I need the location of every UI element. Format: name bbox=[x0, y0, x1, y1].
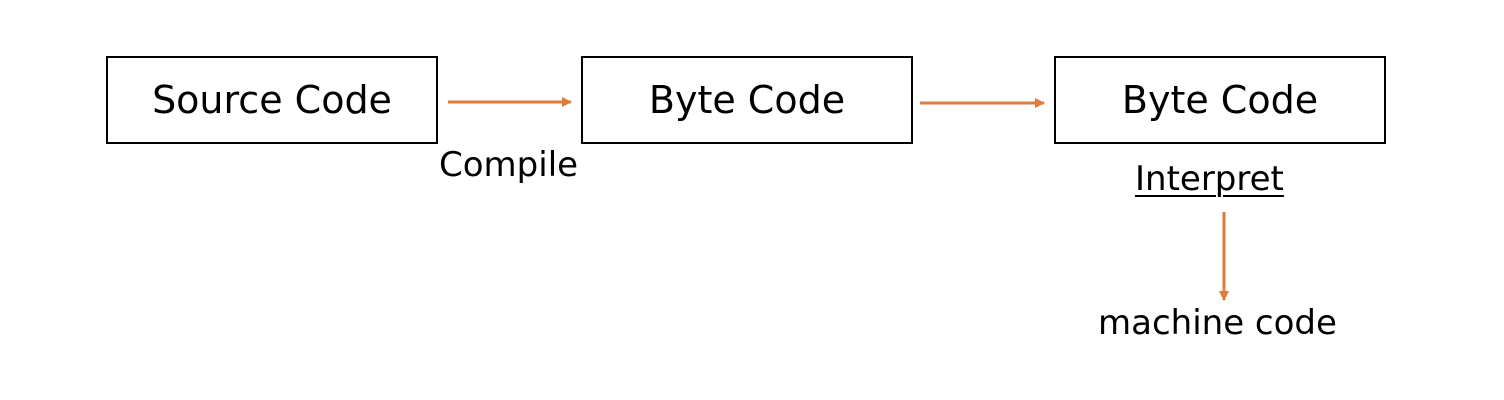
byte-code-node-2: Byte Code bbox=[1054, 56, 1386, 144]
source-code-label: Source Code bbox=[152, 78, 392, 122]
compile-label: Compile bbox=[439, 145, 579, 185]
interpret-label: Interpret bbox=[1135, 159, 1284, 199]
byte-code-label: Byte Code bbox=[648, 78, 846, 122]
source-code-node: Source Code bbox=[106, 56, 438, 144]
byte-code-node: Byte Code bbox=[581, 56, 913, 144]
byte-code-label-2: Byte Code bbox=[1121, 78, 1319, 122]
machine-code-label: machine code bbox=[1098, 303, 1337, 343]
